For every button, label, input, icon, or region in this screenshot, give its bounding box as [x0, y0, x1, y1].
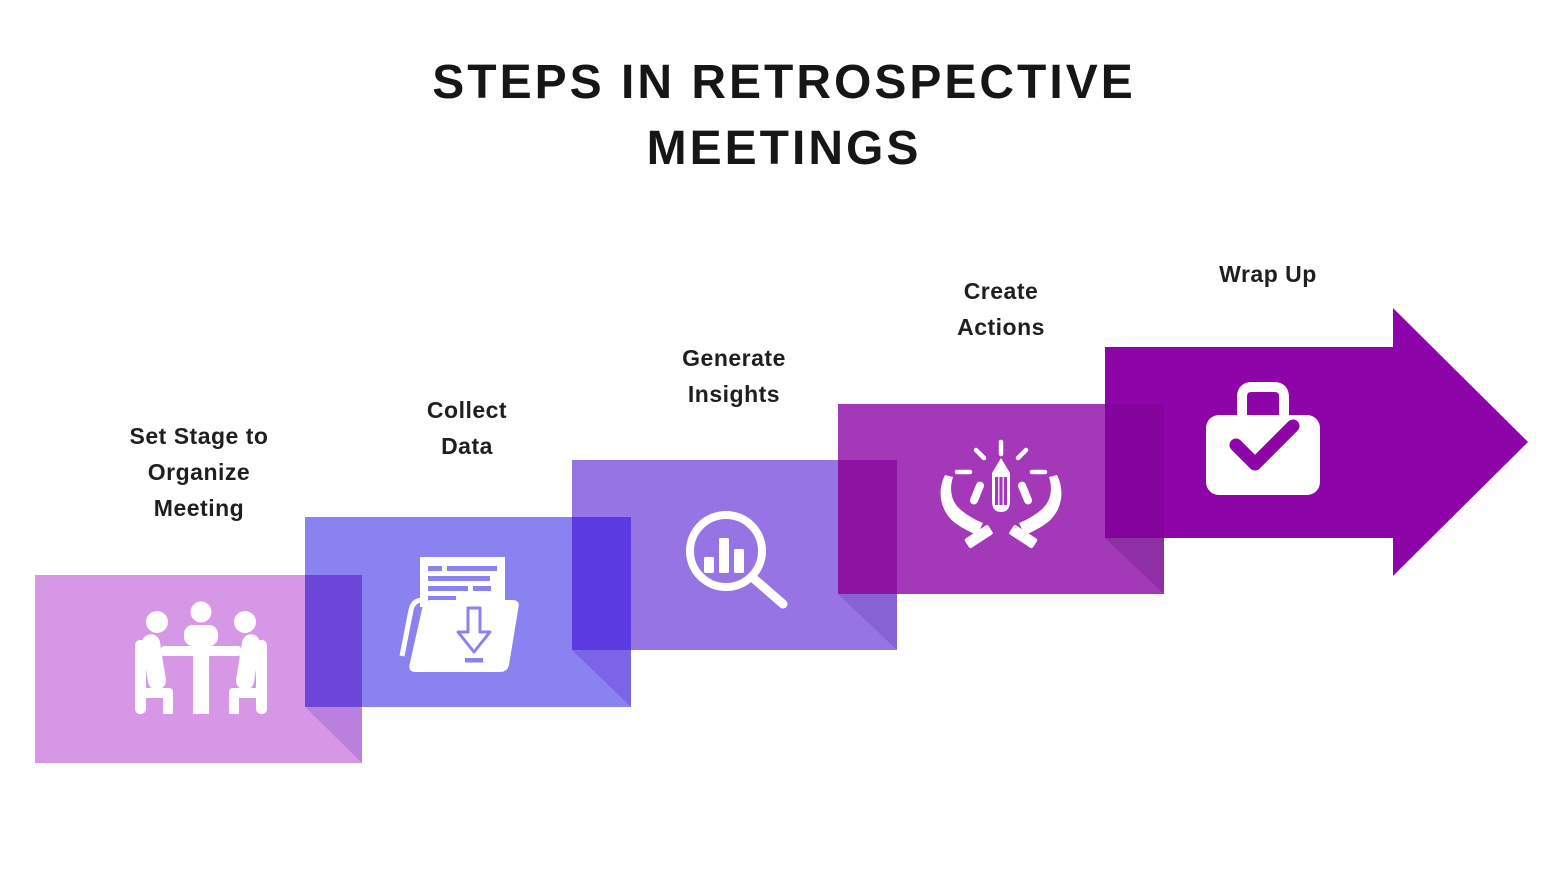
idea-rays	[954, 439, 1048, 475]
document-text-lines	[428, 566, 497, 601]
meeting-table-leg	[193, 656, 209, 714]
fold-shadow-2	[572, 650, 631, 707]
fold-shadows	[305, 538, 1164, 763]
checkmark	[1229, 419, 1300, 471]
briefcase-handle-notch	[1250, 394, 1276, 402]
overlap-2-3	[572, 517, 631, 650]
briefcase-handle	[1237, 382, 1289, 415]
page-title: STEPS IN RETROSPECTIVE MEETINGS	[0, 50, 1568, 182]
chart-bars	[704, 538, 744, 573]
folder-download-icon	[399, 557, 519, 672]
step-label-5: Wrap Up	[1219, 261, 1317, 287]
page-title-line-2: MEETINGS	[646, 122, 922, 175]
overlap-regions	[305, 404, 1164, 707]
pencil-slits	[995, 477, 1007, 505]
step-label-1: Set Stage to Organize Meeting	[129, 423, 269, 521]
overlap-1-2	[305, 575, 362, 707]
meeting-right-head	[234, 611, 256, 633]
step-label-4: Create Actions	[957, 278, 1045, 340]
overlap-3-4	[838, 460, 897, 594]
pencil-tip	[992, 458, 1010, 473]
download-underline	[465, 658, 483, 663]
meeting-left-chair-seat	[135, 688, 173, 698]
download-arrow	[456, 606, 492, 654]
step-label-2: Collect Data	[426, 397, 508, 459]
fold-shadow-3	[838, 594, 897, 650]
meeting-center-head	[190, 601, 212, 623]
meeting-left-chair-back	[135, 640, 146, 714]
fold-shadow-4	[1105, 538, 1164, 594]
meeting-right-chair-seat	[229, 688, 267, 698]
briefcase-check-icon	[1206, 382, 1320, 495]
meeting-center-torso	[184, 625, 218, 646]
fold-shadow-1	[305, 707, 362, 763]
meeting-right-chair-leg	[229, 696, 239, 714]
meeting-table	[161, 646, 241, 656]
step-label-3: Generate Insights	[682, 345, 786, 407]
page-title-line-1: STEPS IN RETROSPECTIVE	[432, 56, 1136, 109]
meeting-left-torso	[142, 634, 166, 690]
meeting-left-chair-leg	[163, 696, 173, 714]
meeting-right-chair-back	[256, 640, 267, 714]
magnifier-handle	[747, 572, 788, 609]
magnifier-chart-icon	[686, 511, 788, 609]
hands-idea-icon	[940, 439, 1062, 549]
meeting-left-head	[146, 611, 168, 633]
meeting-right-torso	[236, 634, 260, 690]
left-hand	[940, 475, 993, 549]
magnifier-lens	[686, 511, 766, 591]
overlap-4-5	[1105, 404, 1164, 538]
meeting-table-icon	[135, 601, 267, 714]
right-hand	[1009, 475, 1062, 549]
